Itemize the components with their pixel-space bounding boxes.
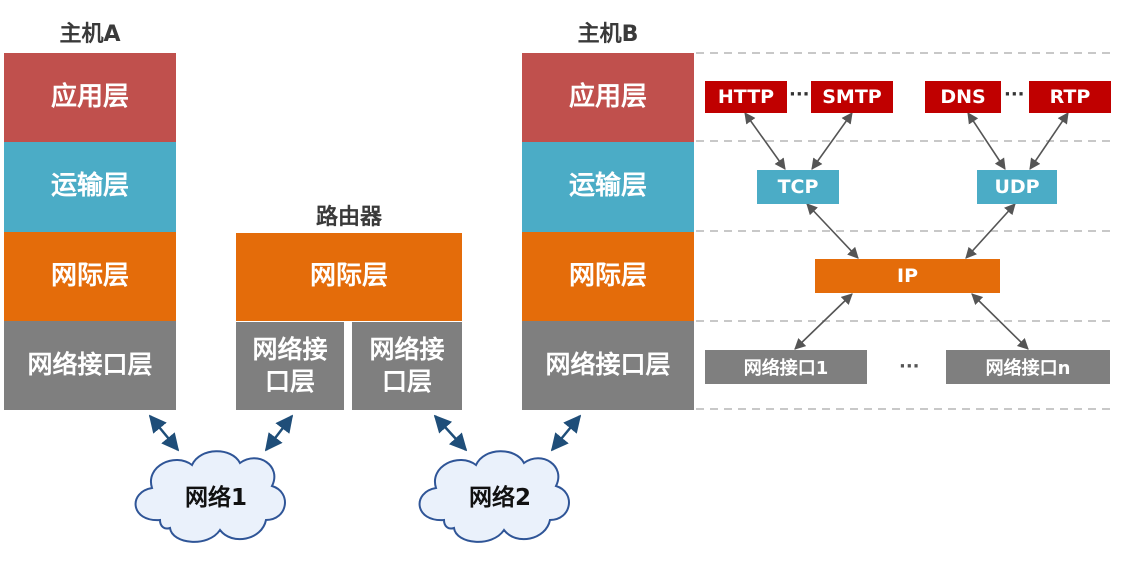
protocol-tcp: TCP [757, 170, 839, 204]
arrow-rtp-udp [1029, 112, 1069, 170]
protocol-netif-n: 网络接口n [946, 350, 1110, 384]
router-netif-right: 网络接口层 [352, 322, 462, 410]
hostB-transport-layer: 运输层 [522, 142, 694, 232]
protocol-rtp: RTP [1029, 81, 1111, 113]
protocol-ellipsis-2: ··· [1004, 84, 1025, 105]
arrow-http-tcp [744, 112, 786, 170]
hostB-internet-layer: 网际层 [522, 232, 694, 321]
arrow-dns-udp [967, 112, 1006, 170]
hostA-application-layer: 应用层 [4, 53, 176, 142]
protocol-smtp: SMTP [811, 81, 893, 113]
router-title: 路由器 [315, 205, 382, 230]
arrow-ip-netif1 [794, 293, 853, 350]
protocol-http: HTTP [705, 81, 787, 113]
arrow-router-net2 [433, 414, 468, 452]
protocol-dns: DNS [925, 81, 1001, 113]
network2-label: 网络2 [468, 485, 531, 511]
hostB-application-layer: 应用层 [522, 53, 694, 142]
network1-label: 网络1 [184, 485, 247, 511]
router-netif-left: 网络接口层 [236, 322, 344, 410]
arrow-hostB-net2 [550, 414, 582, 452]
protocol-ip: IP [815, 259, 1000, 293]
cloud-network2 [418, 450, 570, 543]
arrow-tcp-ip [806, 203, 859, 259]
protocol-ellipsis-1: ··· [789, 84, 810, 105]
hostA-internet-layer: 网际层 [4, 232, 176, 321]
router-internet-layer: 网际层 [236, 233, 462, 321]
arrow-hostA-net1 [148, 414, 180, 452]
arrow-router-net1 [264, 414, 294, 452]
protocol-udp: UDP [977, 170, 1057, 204]
hostA-transport-layer: 运输层 [4, 142, 176, 232]
protocol-netif-1: 网络接口1 [705, 350, 867, 384]
arrow-smtp-tcp [811, 112, 853, 170]
cloud-network1 [134, 450, 286, 543]
hostB-title: 主机B [577, 22, 639, 47]
hostA-netif-layer: 网络接口层 [4, 321, 176, 410]
arrow-ip-netifn [971, 293, 1029, 350]
hostA-title: 主机A [59, 22, 121, 47]
netif-ellipsis: ··· [899, 356, 920, 377]
arrow-udp-ip [965, 203, 1016, 259]
hostB-netif-layer: 网络接口层 [522, 321, 694, 410]
